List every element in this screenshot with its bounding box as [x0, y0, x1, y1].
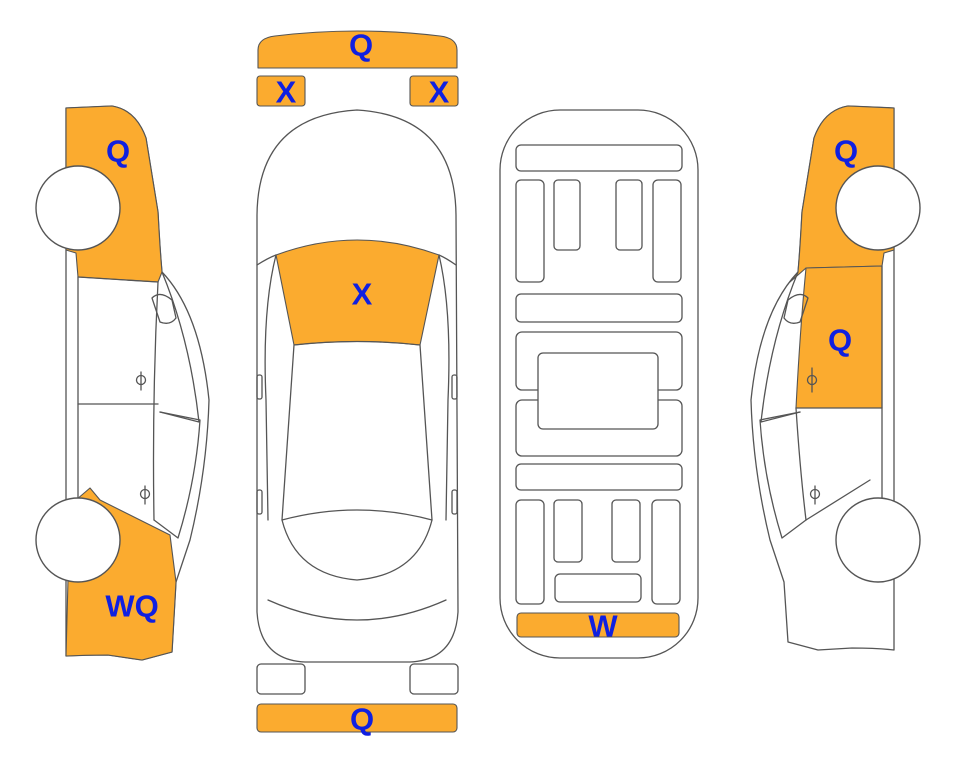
left-door-handle-rear: [139, 485, 151, 505]
underbody-front-right-rail: [652, 179, 682, 283]
underbody-front-crossmember: [515, 144, 683, 172]
underbody-rear-left-rail: [515, 499, 545, 605]
a-pillar-right: [438, 254, 450, 521]
underbody-rear-crossmember: [515, 463, 683, 491]
front-right-headlight-part: [409, 75, 459, 107]
rear-window: [281, 519, 433, 581]
label-underbody-rear: W: [588, 609, 618, 644]
label-right-front-door: Q: [828, 323, 852, 358]
right-door-front-edge: [795, 407, 807, 521]
mirror-right: [451, 374, 458, 400]
underbody-rear-right-rail: [651, 499, 681, 605]
right-rear-wheel: [835, 497, 921, 583]
label-left-rear-quarter: WQ: [105, 589, 158, 624]
label-front-right-headlight: X: [429, 75, 450, 110]
left-side-view: Q WQ: [35, 105, 210, 661]
label-front-bumper: Q: [349, 28, 373, 63]
rear-mirror-right: [451, 489, 458, 515]
left-mirror: [151, 293, 177, 324]
label-front-left-headlight: X: [276, 75, 297, 110]
left-front-wheel: [35, 165, 121, 251]
underbody-rear-panel-part: [516, 612, 680, 638]
a-pillar-left: [264, 254, 277, 521]
left-rear-wheel: [35, 497, 121, 583]
rear-right-taillight: [409, 663, 459, 695]
rear-left-taillight: [256, 663, 306, 695]
left-rear-window: [153, 411, 201, 539]
underbody-rear-center-plate: [554, 573, 642, 603]
rear-bumper-part: [256, 703, 458, 733]
underbody-rear-right-inner: [611, 499, 641, 563]
label-left-front-fender: Q: [106, 134, 130, 169]
windshield-left-edge: [256, 254, 277, 266]
underbody-rear-left-inner: [553, 499, 583, 563]
underbody-mid-crossmember: [515, 293, 683, 323]
underbody-front-right-inner: [615, 179, 643, 251]
right-front-wheel: [835, 165, 921, 251]
right-window-frame: [760, 271, 801, 423]
left-door-handle-front: [135, 371, 147, 391]
top-view-body-outline: [256, 109, 459, 663]
right-mirror: [783, 293, 809, 324]
mirror-left: [256, 374, 263, 400]
label-right-front-fender: Q: [834, 134, 858, 169]
label-hood: X: [352, 277, 373, 312]
underbody-front-left-inner: [553, 179, 581, 251]
top-view: Q X X X Q: [256, 28, 459, 737]
left-window-frame: [159, 271, 200, 423]
windshield-right-edge: [438, 254, 457, 266]
label-rear-bumper: Q: [350, 702, 374, 737]
front-left-headlight-part: [256, 75, 306, 107]
underbody-center-tunnel: [537, 352, 659, 430]
underbody-view: W: [499, 109, 699, 659]
underbody-front-left-rail: [515, 179, 545, 283]
right-door-handle-rear: [809, 485, 821, 505]
right-door-rear-edge: [805, 479, 871, 521]
rear-mirror-left: [256, 489, 263, 515]
trunk-line: [267, 599, 447, 621]
right-rear-window: [759, 411, 807, 539]
front-bumper-part: [257, 30, 458, 69]
left-door-line-upper: [77, 276, 159, 283]
right-door-handle-front: [806, 367, 818, 393]
right-side-view: Q Q: [750, 105, 921, 651]
